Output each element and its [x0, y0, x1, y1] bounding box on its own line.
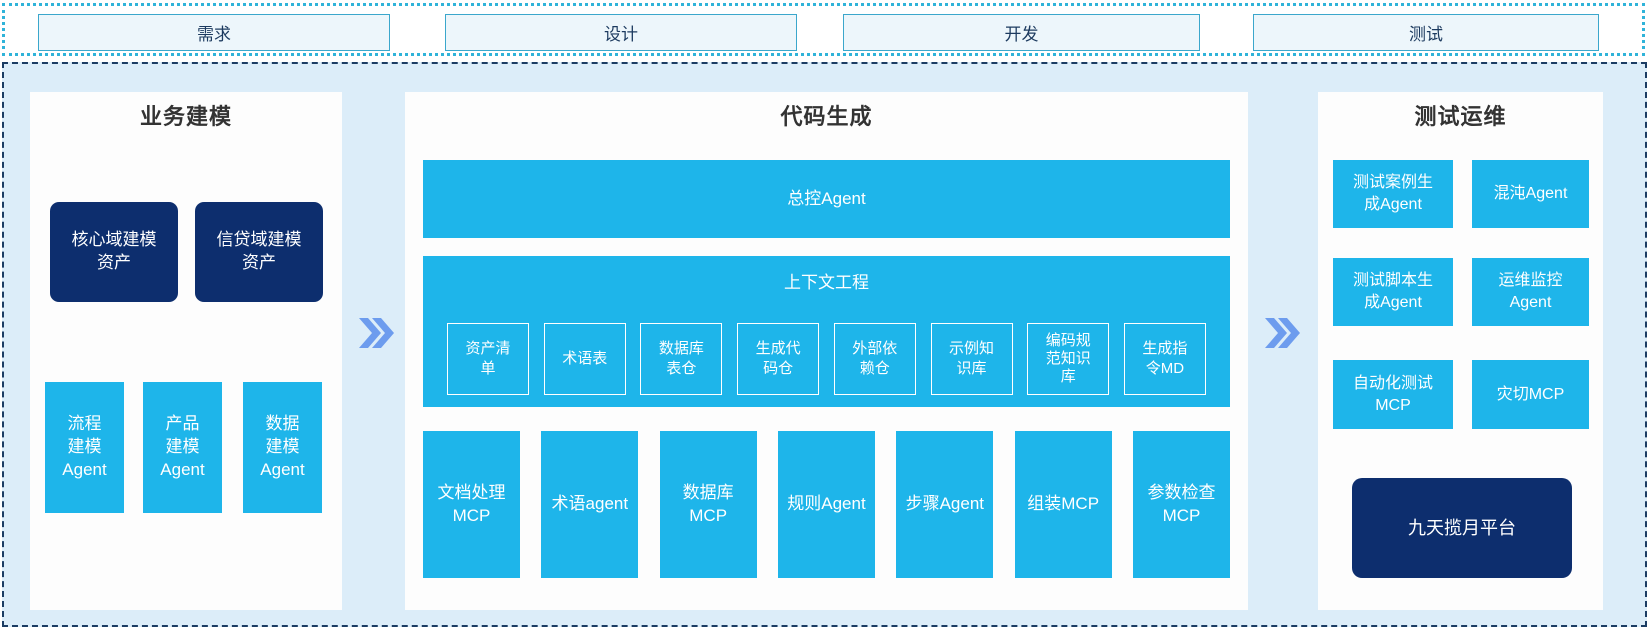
master-agent-bar: 总控Agent [423, 160, 1230, 238]
phase-label: 设计 [604, 25, 638, 44]
tool-box-rule-agent: 规则Agent [777, 431, 875, 578]
context-item-asset-list: 资产清 单 [447, 323, 529, 395]
tool-box-param-check-mcp: 参数检查 MCP [1132, 431, 1230, 578]
panel-title: 业务建模 [139, 104, 232, 129]
tool-box-assembly-mcp: 组装MCP [1014, 431, 1112, 578]
testops-box-disaster-switch-mcp: 灾切MCP [1472, 360, 1589, 429]
panel-title: 代码生成 [780, 104, 873, 129]
agent-box-product-modeling: 产品 建模 Agent [143, 382, 222, 513]
platform-box-jiutian-lanyue: 九天揽月平台 [1352, 478, 1572, 578]
phase-strip: 需求 设计 开发 测试 [2, 3, 1645, 56]
phase-box-development: 开发 [843, 14, 1200, 51]
phase-box-testing: 测试 [1253, 14, 1599, 51]
context-item-external-deps-repo: 外部依 赖仓 [833, 323, 916, 395]
panel-title: 测试运维 [1414, 104, 1507, 129]
phase-label: 需求 [197, 25, 231, 44]
context-item-db-table-repo: 数据库 表仓 [640, 323, 723, 395]
testops-box-test-script-gen-agent: 测试脚本生 成Agent [1333, 258, 1453, 326]
asset-box-core-domain: 核心域建模 资产 [50, 202, 178, 302]
phase-label: 测试 [1409, 25, 1443, 44]
context-item-glossary: 术语表 [543, 323, 626, 395]
context-item-generation-instruction-md: 生成指 令MD [1123, 323, 1206, 395]
asset-box-credit-domain: 信贷域建模 资产 [195, 202, 323, 302]
testops-box-chaos-agent: 混沌Agent [1472, 160, 1589, 228]
testops-box-ops-monitor-agent: 运维监控 Agent [1472, 258, 1589, 326]
phase-label: 开发 [1004, 25, 1039, 44]
phase-box-requirements: 需求 [38, 14, 390, 51]
panel-code-generation: 代码生成 总控Agent 上下文工程 资产清 单 术语表 数据库 表仓 生成代 … [405, 92, 1248, 610]
context-engineering-box: 上下文工程 资产清 单 术语表 数据库 表仓 生成代 码仓 外部依 赖仓 示例知… [423, 256, 1230, 407]
panel-test-ops: 测试运维 测试案例生 成Agent 混沌Agent 测试脚本生 成Agent 运… [1318, 92, 1603, 610]
testops-box-auto-test-mcp: 自动化测试 MCP [1333, 360, 1453, 429]
context-engineering-title: 上下文工程 [784, 273, 869, 292]
tool-box-glossary-agent: 术语agent [541, 431, 639, 578]
context-item-coding-standard-kb: 编码规 范知识 库 [1027, 323, 1110, 395]
context-item-example-kb: 示例知 识库 [930, 323, 1013, 395]
tool-box-doc-processing-mcp: 文档处理 MCP [423, 431, 520, 578]
agent-box-process-modeling: 流程 建模 Agent [45, 382, 124, 513]
flow-arrow-icon [1265, 318, 1300, 348]
agent-box-data-modeling: 数据 建模 Agent [243, 382, 322, 513]
tools-row: 文档处理 MCP 术语agent 数据库 MCP 规则Agent 步骤Agent… [423, 431, 1230, 578]
context-items-row: 资产清 单 术语表 数据库 表仓 生成代 码仓 外部依 赖仓 示例知 识库 编码… [423, 323, 1230, 395]
flow-arrow-icon [359, 318, 394, 348]
panel-business-modeling: 业务建模 核心域建模 资产 信贷域建模 资产 流程 建模 Agent 产品 建模… [30, 92, 342, 610]
phase-box-design: 设计 [445, 14, 797, 51]
testops-box-test-case-gen-agent: 测试案例生 成Agent [1333, 160, 1453, 228]
context-item-generated-code-repo: 生成代 码仓 [737, 323, 820, 395]
tool-box-database-mcp: 数据库 MCP [659, 431, 757, 578]
tool-box-step-agent: 步骤Agent [896, 431, 994, 578]
